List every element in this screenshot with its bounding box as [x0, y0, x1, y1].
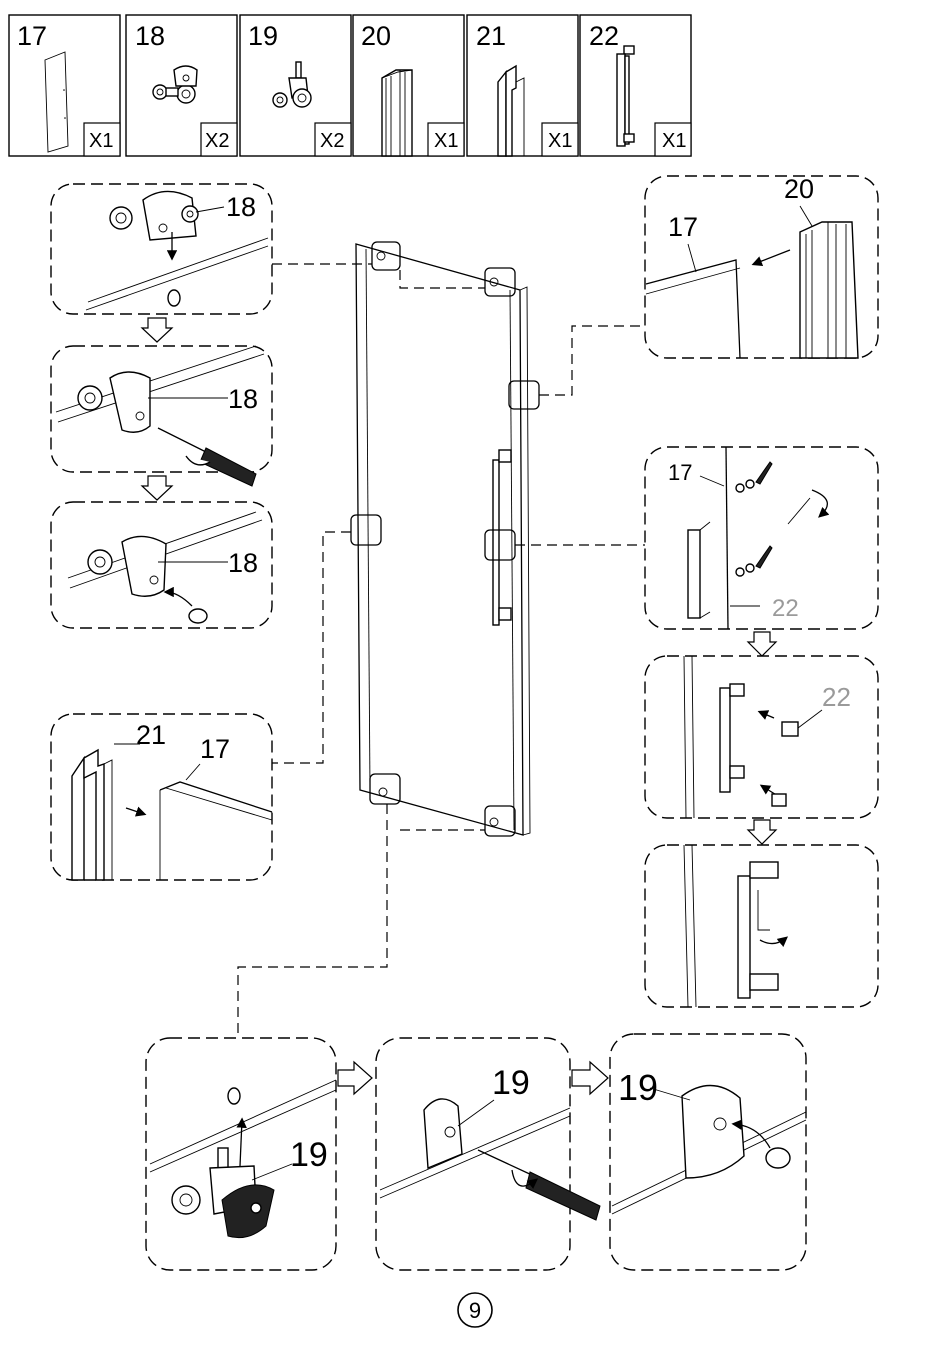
detail-top-roller-step2: 18	[51, 346, 272, 486]
detail-handle-step1: 17 22	[645, 447, 878, 629]
callout-19: 19	[492, 1064, 530, 1102]
detail-seal-profile: 21 17	[51, 714, 272, 880]
part-card-20: 20 X1	[353, 15, 464, 156]
down-arrow-1	[142, 318, 172, 342]
callout-19: 19	[618, 1067, 658, 1108]
detail-marker-handle	[485, 530, 515, 560]
callout-18: 18	[228, 384, 258, 414]
part-quantity: X2	[205, 130, 229, 152]
connector-lines	[238, 264, 645, 1040]
part-number: 17	[17, 21, 47, 51]
part-number: 18	[135, 21, 165, 51]
part-number: 20	[361, 21, 391, 51]
detail-bottom-roller-step1: 19	[146, 1038, 336, 1270]
callout-17: 17	[200, 734, 230, 764]
callout-17: 17	[668, 460, 692, 485]
down-arrow-2	[142, 476, 172, 500]
down-arrow-3	[748, 632, 776, 656]
down-arrow-4	[748, 820, 776, 844]
part-quantity: X1	[548, 130, 572, 152]
part-card-17: 17 X1	[9, 15, 120, 156]
right-arrow-1	[338, 1062, 372, 1094]
callout-22: 22	[822, 682, 851, 712]
callout-21: 21	[136, 720, 166, 750]
detail-marker-magnet	[509, 381, 539, 409]
detail-bottom-roller-step3: 19	[610, 1034, 806, 1270]
right-arrow-2	[572, 1062, 608, 1094]
part-quantity: X2	[320, 130, 344, 152]
part-number: 21	[476, 21, 506, 51]
door-panel-overview	[351, 242, 539, 836]
detail-marker-top-left	[372, 242, 400, 270]
part-number: 22	[589, 21, 619, 51]
detail-top-roller-step3: 18	[51, 502, 272, 628]
part-quantity: X1	[89, 130, 113, 152]
part-card-18: 18 X2	[126, 15, 237, 156]
detail-handle-step3	[645, 845, 878, 1007]
page-number-badge: 9	[458, 1293, 492, 1327]
part-card-19: 19 X2	[240, 15, 351, 156]
part-card-22: 22 X1	[580, 15, 691, 156]
page-number: 9	[469, 1298, 481, 1323]
detail-magnetic-profile: 17 20	[645, 174, 878, 358]
parts-list: 17 X1 18 X2 19	[9, 15, 691, 156]
callout-18: 18	[228, 548, 258, 578]
magnetic-profile-icon	[382, 70, 412, 156]
detail-handle-step2: 22	[645, 656, 878, 818]
detail-top-roller-step1: 18	[51, 184, 272, 314]
detail-bottom-roller-step2: 19	[376, 1038, 600, 1270]
part-number: 19	[248, 21, 278, 51]
callout-22: 22	[772, 595, 799, 622]
callout-20: 20	[784, 174, 814, 204]
callout-19: 19	[290, 1136, 328, 1174]
part-quantity: X1	[434, 130, 458, 152]
part-quantity: X1	[662, 130, 686, 152]
callout-17: 17	[668, 212, 698, 242]
part-card-21: 21 X1	[467, 15, 578, 156]
callout-18: 18	[226, 192, 256, 222]
detail-marker-seal	[351, 515, 381, 545]
